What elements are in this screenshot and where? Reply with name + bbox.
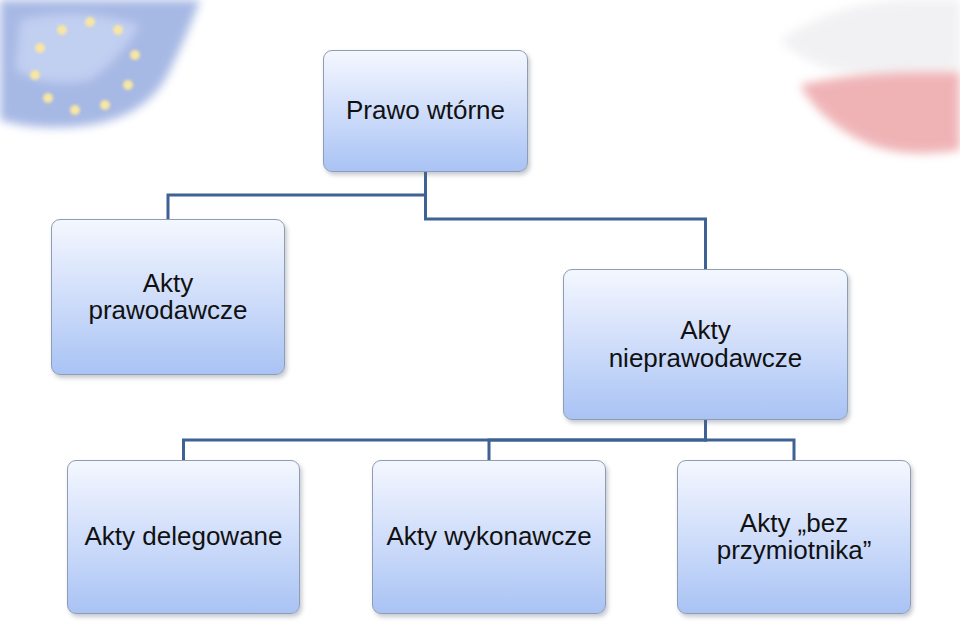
tree-box: Akty wykonawcze [372, 460, 606, 614]
tree-connector [168, 172, 426, 219]
eu-flag [0, 0, 200, 128]
box-label: Akty „bez przymiotnika” [688, 510, 900, 565]
tree-box: Prawo wtórne [323, 50, 528, 172]
box-label: Akty nieprawodawcze [601, 317, 811, 372]
tree-box: Akty prawodawcze [51, 219, 285, 375]
box-label: Akty delegowane [84, 523, 282, 550]
tree-connector [426, 172, 706, 269]
tree-connector [706, 420, 795, 460]
box-label: Akty prawodawcze [68, 270, 268, 325]
tree-box: Akty nieprawodawcze [563, 269, 848, 420]
box-label: Akty wykonawcze [386, 523, 591, 550]
box-label: Prawo wtórne [346, 97, 505, 124]
tree-box: Akty „bez przymiotnika” [677, 460, 911, 614]
polish-flag [780, 0, 960, 153]
tree-connector [489, 420, 706, 460]
tree-connector [184, 420, 706, 460]
tree-box: Akty delegowane [67, 460, 300, 614]
